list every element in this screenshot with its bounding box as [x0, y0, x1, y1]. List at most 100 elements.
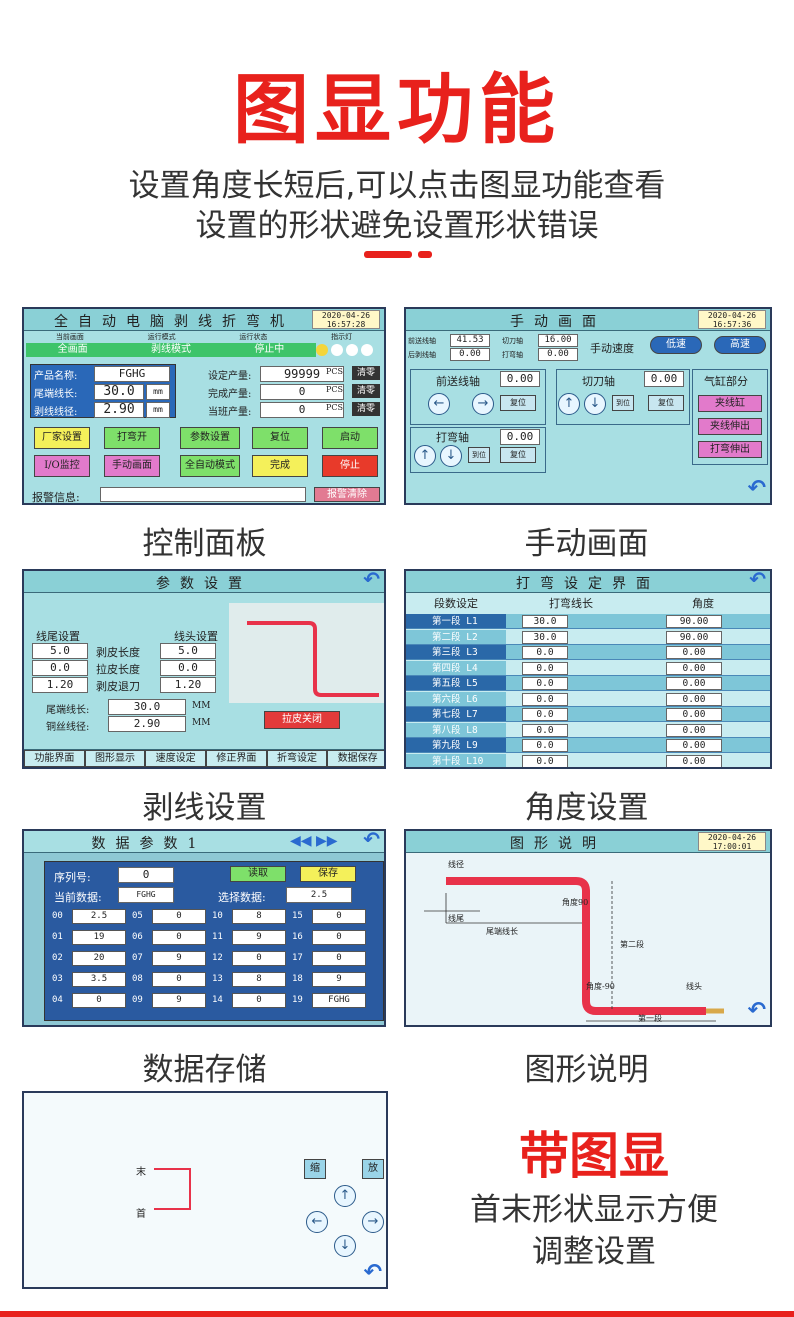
slot-value[interactable]: 0: [232, 993, 286, 1008]
cut-up-arrow-icon[interactable]: ↑: [558, 393, 580, 415]
bend-length-value[interactable]: 30.0: [522, 630, 568, 644]
up-arrow-icon[interactable]: ↑: [334, 1185, 356, 1207]
slot-value[interactable]: 0: [152, 972, 206, 987]
set-output-field[interactable]: 99999: [260, 366, 344, 382]
back-arrow-icon[interactable]: ↶: [747, 476, 766, 501]
clear-shift-button[interactable]: 清零: [352, 402, 380, 416]
slot-value[interactable]: 8: [232, 972, 286, 987]
slot-value[interactable]: 3.5: [72, 972, 126, 987]
reset-button[interactable]: 复位: [252, 427, 308, 449]
clamp-cylinder-button[interactable]: 夹线缸: [698, 395, 762, 412]
bend-extend-button[interactable]: 打弯伸出: [698, 441, 762, 458]
angle-value[interactable]: 90.00: [666, 630, 722, 644]
slot-value[interactable]: 2.5: [72, 909, 126, 924]
tab-speed[interactable]: 速度设定: [145, 750, 207, 767]
back-arrow-icon[interactable]: ↶: [749, 569, 766, 591]
factory-settings-button[interactable]: 厂家设置: [34, 427, 90, 449]
save-button[interactable]: 保存: [300, 866, 356, 882]
slot-value[interactable]: 0: [312, 909, 366, 924]
bend-down-arrow-icon[interactable]: ↓: [440, 445, 462, 467]
slot-value[interactable]: 19: [72, 930, 126, 945]
zoom-in-button[interactable]: 缩: [304, 1159, 326, 1179]
angle-value[interactable]: 0.00: [666, 723, 722, 737]
alarm-clear-button[interactable]: 报警清除: [314, 487, 380, 502]
right-arrow-icon[interactable]: →: [362, 1211, 384, 1233]
tail-length-field[interactable]: 30.0: [94, 384, 144, 400]
page-arrows-icon[interactable]: ◀◀ ▶▶: [290, 833, 338, 849]
tail-length-field[interactable]: 30.0: [108, 699, 186, 715]
low-speed-button[interactable]: 低速: [650, 336, 702, 354]
cut-down-arrow-icon[interactable]: ↓: [584, 393, 606, 415]
cut-zero-button[interactable]: 到位: [612, 395, 634, 411]
bend-length-value[interactable]: 30.0: [522, 615, 568, 628]
bend-length-value[interactable]: 0.0: [522, 754, 568, 767]
slot-value[interactable]: 0: [232, 951, 286, 966]
down-arrow-icon[interactable]: ↓: [334, 1235, 356, 1257]
slot-value[interactable]: 9: [232, 930, 286, 945]
zoom-out-button[interactable]: 放: [362, 1159, 384, 1179]
back-arrow-icon[interactable]: ↶: [363, 829, 380, 851]
auto-mode-button[interactable]: 全自动模式: [180, 455, 240, 477]
io-monitor-button[interactable]: I/O监控: [34, 455, 90, 477]
angle-value[interactable]: 0.00: [666, 646, 722, 659]
back-arrow-icon[interactable]: ↶: [363, 1260, 382, 1285]
slot-value[interactable]: 0: [312, 951, 366, 966]
start-button[interactable]: 启动: [322, 427, 378, 449]
clear-done-button[interactable]: 清零: [352, 384, 380, 398]
product-field[interactable]: FGHG: [94, 366, 170, 382]
slot-value[interactable]: 0: [152, 909, 206, 924]
stop-button[interactable]: 停止: [322, 455, 378, 477]
tail-pull-length[interactable]: 0.0: [32, 660, 88, 676]
angle-value[interactable]: 0.00: [666, 739, 722, 752]
bend-length-value[interactable]: 0.0: [522, 661, 568, 675]
tab-graphic[interactable]: 图形显示: [84, 750, 146, 767]
slot-value[interactable]: 9: [312, 972, 366, 987]
angle-value[interactable]: 0.00: [666, 661, 722, 675]
left-arrow-icon[interactable]: ←: [306, 1211, 328, 1233]
head-retract[interactable]: 1.20: [160, 677, 216, 693]
tail-strip-length[interactable]: 5.0: [32, 643, 88, 659]
bend-length-value[interactable]: 0.0: [522, 677, 568, 690]
slot-value[interactable]: 9: [152, 951, 206, 966]
slot-value[interactable]: 8: [232, 909, 286, 924]
slot-value[interactable]: 0: [312, 930, 366, 945]
read-button[interactable]: 读取: [230, 866, 286, 882]
bend-up-arrow-icon[interactable]: ↑: [414, 445, 436, 467]
manual-screen-button[interactable]: 手动画面: [104, 455, 160, 477]
back-arrow-icon[interactable]: ↶: [363, 569, 380, 591]
high-speed-button[interactable]: 高速: [714, 336, 766, 354]
tab-function[interactable]: 功能界面: [24, 750, 85, 767]
bend-length-value[interactable]: 0.0: [522, 708, 568, 721]
bend-length-value[interactable]: 0.0: [522, 739, 568, 752]
slot-value[interactable]: 9: [152, 993, 206, 1008]
feed-forward-arrow-icon[interactable]: →: [472, 393, 494, 415]
slot-value[interactable]: FGHG: [312, 993, 366, 1008]
tab-correction[interactable]: 修正界面: [206, 750, 267, 767]
param-settings-button[interactable]: 参数设置: [180, 427, 240, 449]
bend-zero-button[interactable]: 到位: [468, 447, 490, 463]
clamp-extend-button[interactable]: 夹线伸出: [698, 418, 762, 435]
select-data-field[interactable]: 2.5: [286, 887, 352, 903]
bend-length-value[interactable]: 0.0: [522, 692, 568, 706]
slot-value[interactable]: 20: [72, 951, 126, 966]
seq-field[interactable]: 0: [118, 867, 174, 883]
bend-length-value[interactable]: 0.0: [522, 723, 568, 737]
bend-home-button[interactable]: 复位: [500, 447, 536, 463]
feed-home-button[interactable]: 复位: [500, 395, 536, 411]
diameter-field[interactable]: 2.90: [94, 402, 144, 418]
angle-value[interactable]: 0.00: [666, 692, 722, 706]
slot-value[interactable]: 0: [72, 993, 126, 1008]
finish-button[interactable]: 完成: [252, 455, 308, 477]
angle-value[interactable]: 0.00: [666, 708, 722, 721]
back-arrow-icon[interactable]: ↶: [747, 998, 766, 1023]
tab-data-save[interactable]: 数据保存: [327, 750, 384, 767]
tab-bend[interactable]: 折弯设定: [266, 750, 328, 767]
bend-on-button[interactable]: 打弯开: [104, 427, 160, 449]
angle-value[interactable]: 0.00: [666, 754, 722, 767]
slot-value[interactable]: 0: [152, 930, 206, 945]
bend-length-value[interactable]: 0.0: [522, 646, 568, 659]
head-pull-length[interactable]: 0.0: [160, 660, 216, 676]
clear-set-button[interactable]: 清零: [352, 366, 380, 380]
angle-value[interactable]: 0.00: [666, 677, 722, 690]
feed-back-arrow-icon[interactable]: ←: [428, 393, 450, 415]
